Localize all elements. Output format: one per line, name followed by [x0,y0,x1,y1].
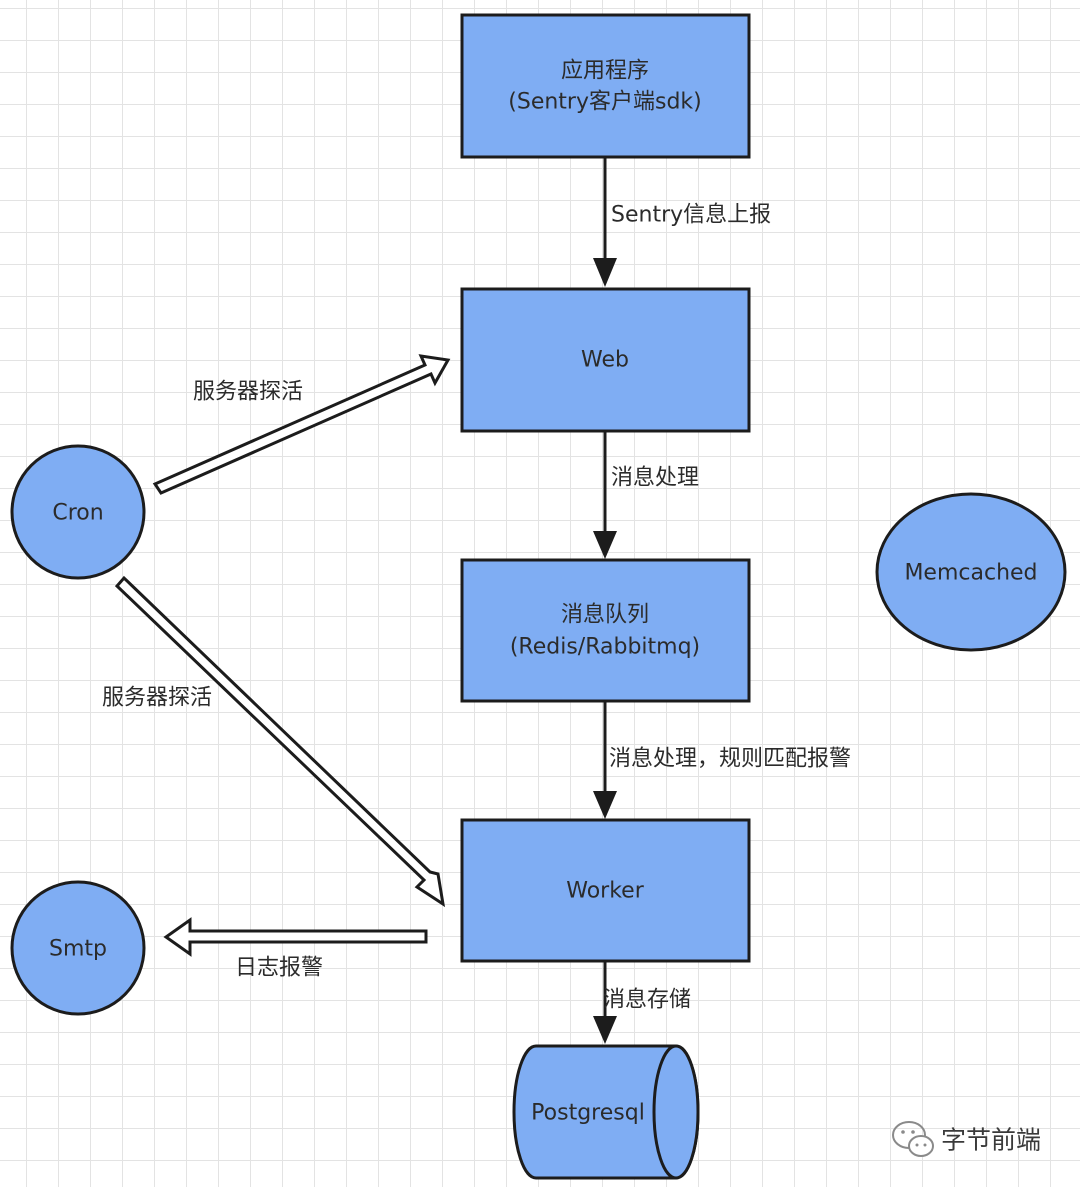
node-app-title: 应用程序 [561,59,649,84]
node-memcached[interactable]: Memcached [875,492,1067,652]
edge-label-app-to-web: Sentry信息上报 [611,203,771,228]
node-web[interactable]: Web [460,287,751,433]
edge-worker-to-smtp [163,917,428,957]
node-postgresql-label: Postgresql [531,1101,645,1126]
edge-cron-to-worker [114,575,446,908]
node-memcached-label: Memcached [904,561,1037,586]
node-postgresql[interactable]: Postgresql [512,1044,700,1180]
node-queue[interactable]: 消息队列 (Redis/Rabbitmq) [460,558,751,703]
node-cron[interactable]: Cron [10,444,146,580]
node-smtp[interactable]: Smtp [10,880,146,1016]
edge-label-worker-to-smtp: 日志报警 [235,956,323,981]
node-smtp-label: Smtp [49,937,107,962]
node-worker[interactable]: Worker [460,818,751,963]
node-queue-subtitle: (Redis/Rabbitmq) [510,635,700,660]
node-worker-label: Worker [566,879,644,904]
edge-label-queue-to-worker: 消息处理，规则匹配报警 [609,747,851,772]
edge-app-to-web [593,157,617,287]
node-web-label: Web [581,348,629,373]
edge-label-web-to-queue: 消息处理 [611,466,699,491]
edge-label-cron-to-web: 服务器探活 [193,380,303,405]
edge-cron-to-web [152,354,451,495]
watermark-text: 字节前端 [941,1126,1041,1155]
edge-worker-to-postgresql [593,961,617,1044]
edge-queue-to-worker [593,701,617,819]
node-app[interactable]: 应用程序 (Sentry客户端sdk) [460,13,751,159]
edge-label-cron-to-worker: 服务器探活 [102,686,212,711]
node-queue-title: 消息队列 [561,603,649,628]
edge-web-to-queue [593,431,617,559]
wechat-icon [892,1121,934,1157]
watermark: 字节前端 [892,1121,1041,1157]
edge-label-worker-to-postgresql: 消息存储 [603,988,691,1013]
node-app-subtitle: (Sentry客户端sdk) [508,90,701,115]
node-cron-label: Cron [52,501,103,526]
